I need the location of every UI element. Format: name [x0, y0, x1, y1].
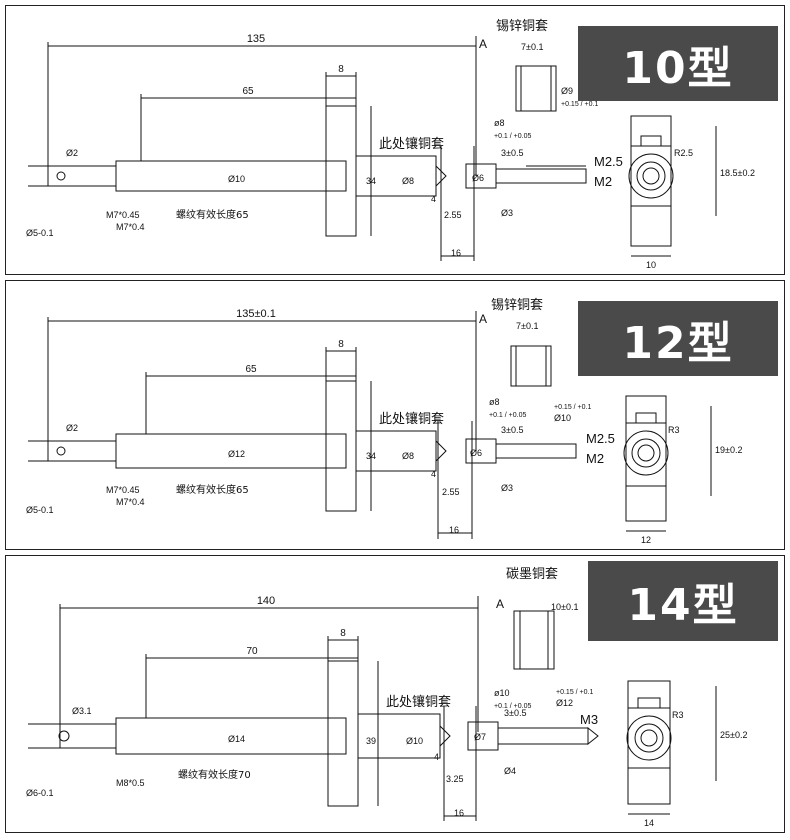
label-a: A — [479, 37, 487, 51]
dim-pin: Ø7 — [474, 732, 486, 742]
sleeve-title: 锡锌铜套 — [491, 297, 543, 313]
thread-length: 螺纹有效长度65 — [176, 483, 249, 496]
sleeve-id-tol: +0.1 / +0.05 — [489, 412, 526, 419]
view-width: 12 — [641, 535, 651, 545]
thread-length: 螺纹有效长度70 — [178, 768, 251, 781]
dim-end-dia: Ø6-0.1 — [26, 788, 54, 798]
dim-tip-dia: Ø2 — [66, 423, 78, 433]
sleeve-length: 7±0.1 — [521, 42, 543, 52]
dim-section: 70 — [246, 646, 258, 657]
dim-flange: 39 — [366, 736, 376, 746]
drawing-panel-12: 135±0.1 8 65 A 此处镶铜套 Ø2 Ø5-0.1 M7*0.45 M… — [5, 280, 785, 550]
dim-d3: Ø3 — [501, 483, 513, 493]
technical-drawing: 135±0.1 8 65 A 此处镶铜套 Ø2 Ø5-0.1 M7*0.45 M… — [26, 297, 742, 545]
sleeve-od-tol: +0.15 / +0.1 — [556, 689, 593, 696]
view-width: 10 — [646, 260, 656, 270]
dim-end-dia: Ø5-0.1 — [26, 505, 54, 515]
dim-hub: Ø8 — [402, 451, 414, 461]
dim-section: 65 — [245, 364, 257, 375]
thread-m-bot: M2 — [586, 451, 604, 466]
dim-total: 135±0.1 — [236, 308, 276, 320]
dim-hub: Ø8 — [402, 176, 414, 186]
sleeve-id: ø8 — [489, 397, 500, 407]
sleeve-od-tol: +0.15 / +0.1 — [561, 101, 598, 108]
dim-d3: Ø4 — [504, 766, 516, 776]
thread-b: M7*0.4 — [116, 222, 145, 232]
view-radius: R3 — [668, 425, 680, 435]
dim-section: 65 — [242, 86, 254, 97]
view-height: 18.5±0.2 — [720, 168, 755, 178]
thread-m-top: M2.5 — [586, 431, 615, 446]
dim-flange: 34 — [366, 451, 376, 461]
dim-shaft: Ø12 — [228, 449, 245, 459]
dim-total: 135 — [247, 33, 265, 45]
dim-hub: Ø10 — [406, 736, 423, 746]
dim-tip-dia: Ø3.1 — [72, 706, 92, 716]
dim-step2: 3.25 — [446, 774, 464, 784]
dim-end-dia: Ø5-0.1 — [26, 228, 54, 238]
dim-3: 3±0.5 — [504, 708, 526, 718]
view-radius: R2.5 — [674, 148, 693, 158]
label-inlay: 此处镶铜套 — [379, 411, 444, 427]
sleeve-od-tol: +0.15 / +0.1 — [554, 404, 591, 411]
model-badge: 10型 — [578, 26, 778, 101]
drawing-panel-10: 135 8 65 A 此处镶铜套 Ø2 Ø5-0.1 M7*0.45 M7*0.… — [5, 5, 785, 275]
dim-shaft: Ø14 — [228, 734, 245, 744]
dim-pin: Ø6 — [472, 173, 484, 183]
thread-m-top: M3 — [580, 712, 598, 727]
dim-collar: 8 — [338, 339, 344, 350]
sleeve-id-tol: +0.1 / +0.05 — [494, 703, 531, 710]
drawing-panel-14: 140 8 70 A 此处镶铜套 Ø3.1 Ø6-0.1 M8*0.5 螺纹有效… — [5, 555, 785, 833]
dim-collar: 8 — [338, 64, 344, 75]
label-a: A — [496, 597, 504, 611]
technical-drawing: 140 8 70 A 此处镶铜套 Ø3.1 Ø6-0.1 M8*0.5 螺纹有效… — [26, 566, 747, 828]
sleeve-length: 7±0.1 — [516, 321, 538, 331]
dim-step2: 2.55 — [444, 210, 462, 220]
dim-pin: Ø6 — [470, 448, 482, 458]
dim-flange: 34 — [366, 176, 376, 186]
sleeve-length: 10±0.1 — [551, 602, 578, 612]
view-radius: R3 — [672, 710, 684, 720]
dim-step1: 4 — [431, 469, 436, 479]
label-inlay: 此处镶铜套 — [379, 136, 444, 152]
thread-a: M7*0.45 — [106, 210, 140, 220]
sleeve-od: Ø9 — [561, 86, 573, 96]
dim-len16: 16 — [451, 248, 461, 258]
dim-d3: Ø3 — [501, 208, 513, 218]
label-a: A — [479, 312, 487, 326]
sleeve-od: Ø10 — [554, 413, 571, 423]
model-badge: 14型 — [588, 561, 778, 641]
thread-length: 螺纹有效长度65 — [176, 208, 249, 221]
view-width: 14 — [644, 818, 654, 828]
model-badge: 12型 — [578, 301, 778, 376]
dim-tip-dia: Ø2 — [66, 148, 78, 158]
thread-a: M7*0.45 — [106, 485, 140, 495]
thread-a: M8*0.5 — [116, 778, 145, 788]
label-inlay: 此处镶铜套 — [386, 694, 451, 710]
technical-drawing: 135 8 65 A 此处镶铜套 Ø2 Ø5-0.1 M7*0.45 M7*0.… — [26, 18, 755, 270]
sleeve-title: 碳墨铜套 — [506, 566, 558, 582]
dim-3: 3±0.5 — [501, 425, 523, 435]
dim-len16: 16 — [449, 525, 459, 535]
dim-step2: 2.55 — [442, 487, 460, 497]
dim-step1: 4 — [431, 194, 436, 204]
thread-m-top: M2.5 — [594, 154, 623, 169]
dim-total: 140 — [257, 595, 275, 607]
sleeve-od: Ø12 — [556, 698, 573, 708]
sleeve-id: ø10 — [494, 688, 510, 698]
dim-len16: 16 — [454, 808, 464, 818]
thread-m-bot: M2 — [594, 174, 612, 189]
view-height: 25±0.2 — [720, 730, 747, 740]
dim-3: 3±0.5 — [501, 148, 523, 158]
sleeve-id: ø8 — [494, 118, 505, 128]
sleeve-id-tol: +0.1 / +0.05 — [494, 133, 531, 140]
thread-b: M7*0.4 — [116, 497, 145, 507]
dim-shaft: Ø10 — [228, 174, 245, 184]
sleeve-title: 锡锌铜套 — [496, 18, 548, 34]
view-height: 19±0.2 — [715, 445, 742, 455]
dim-collar: 8 — [340, 628, 346, 639]
dim-step1: 4 — [434, 752, 439, 762]
